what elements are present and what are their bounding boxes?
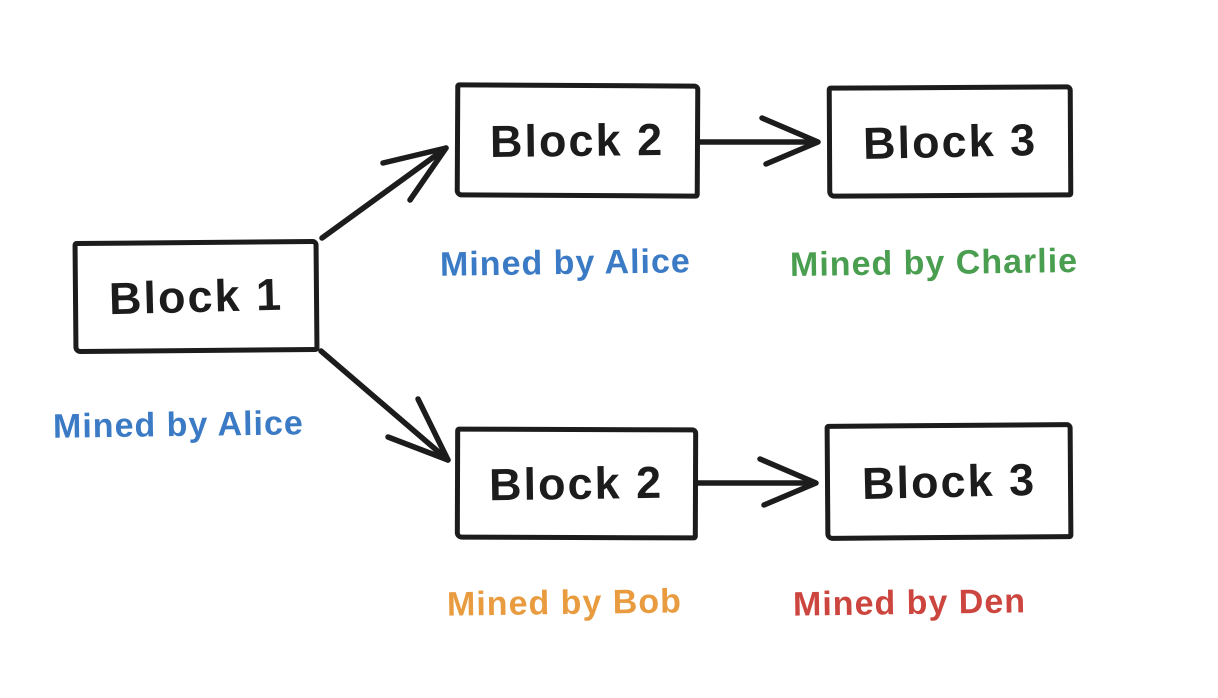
miner-label-block3-top: Mined by Charlie	[789, 241, 1079, 285]
block-2-bottom-chain: Block 2	[454, 426, 699, 541]
block-2-bottom-label: Block 2	[489, 456, 664, 510]
arrow-block1-to-block2-top	[319, 145, 449, 241]
block-1: Block 1	[72, 238, 320, 355]
miner-label-block1: Mined by Alice	[52, 404, 305, 446]
miner-label-block2-top: Mined by Alice	[439, 242, 692, 284]
arrow-block1-to-block2-bottom	[318, 348, 451, 463]
miner-label-block3-bottom: Mined by Den	[792, 582, 1027, 624]
block-3-top-chain: Block 3	[826, 84, 1074, 199]
arrow-block2-bottom-to-block3-bottom	[695, 456, 819, 508]
arrow-block2-top-to-block3-top	[697, 115, 821, 167]
block-1-label: Block 1	[108, 268, 284, 324]
block-2-top-chain: Block 2	[454, 82, 701, 199]
block-3-top-label: Block 3	[862, 113, 1038, 169]
block-3-bottom-chain: Block 3	[824, 422, 1074, 541]
block-2-top-label: Block 2	[490, 113, 665, 167]
miner-label-block2-bottom: Mined by Bob	[446, 582, 683, 624]
block-3-bottom-label: Block 3	[861, 453, 1037, 509]
